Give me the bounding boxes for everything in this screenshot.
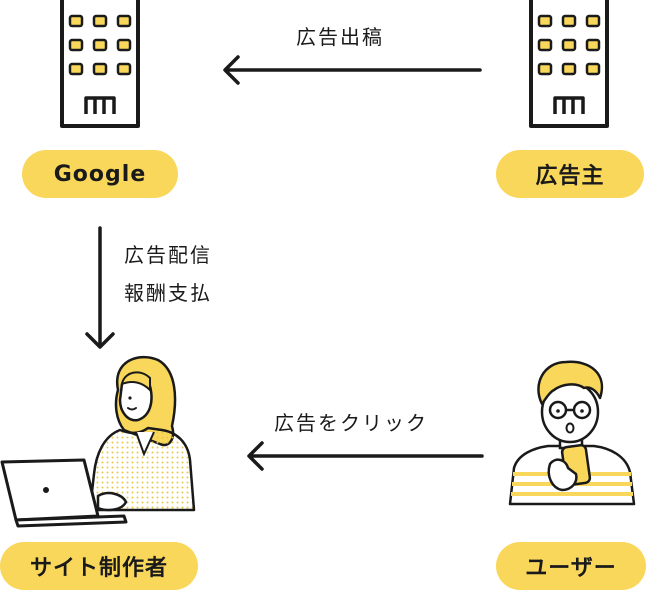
edge-label-reward-payment: 報酬支払: [124, 281, 212, 305]
advertiser-building-icon: [529, 0, 609, 128]
advertiser-node-pill: 広告主: [496, 150, 644, 198]
google-node-label: Google: [53, 161, 147, 187]
arrow-down-icon: [85, 226, 115, 349]
man-with-smartphone-illustration: [508, 360, 636, 506]
edge-label-ad-placement: 広告出稿: [296, 25, 384, 49]
site-creator-node-pill: サイト制作者: [0, 542, 198, 590]
arrow-left-icon: [247, 441, 484, 471]
advertiser-node-label: 広告主: [535, 164, 605, 189]
google-building-icon: [60, 0, 140, 128]
google-node-pill: Google: [22, 150, 178, 198]
edge-label-ad-delivery: 広告配信: [124, 243, 212, 267]
user-node-label: ユーザー: [525, 556, 617, 581]
woman-with-laptop-illustration: [0, 355, 196, 528]
user-node-pill: ユーザー: [496, 542, 646, 590]
site-creator-node-label: サイト制作者: [29, 556, 168, 581]
arrow-left-icon: [223, 55, 482, 85]
edge-label-ad-click: 広告をクリック: [274, 411, 428, 435]
